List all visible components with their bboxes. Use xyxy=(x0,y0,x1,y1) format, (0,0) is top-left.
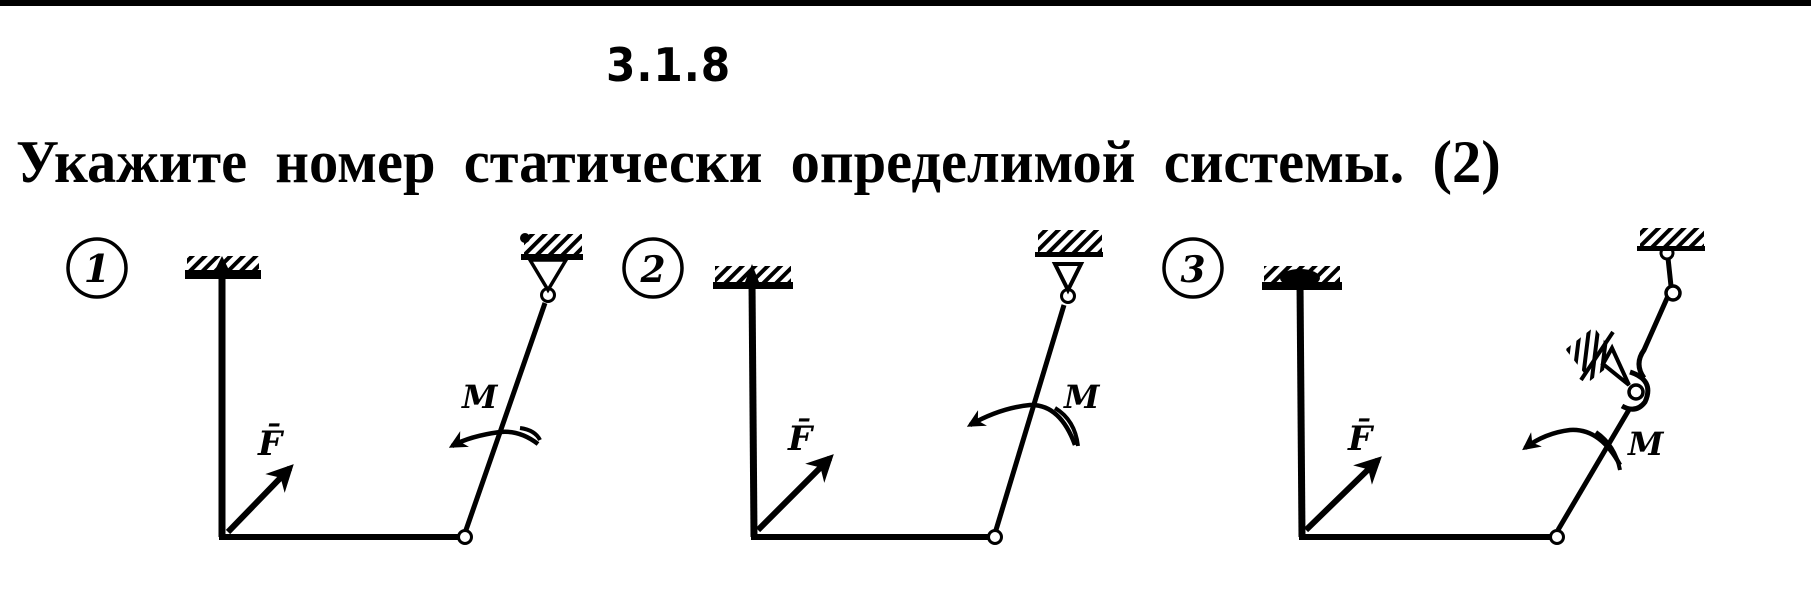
problem-number: 3.1.8 xyxy=(606,38,732,92)
figure-number-label: 2 xyxy=(639,249,665,291)
figure-number-label: 3 xyxy=(1180,249,1205,291)
figure-number-2: 2 xyxy=(622,237,684,299)
hinge-icon xyxy=(987,529,1003,545)
question-text: Укажите номер статически определимой сис… xyxy=(16,129,1501,195)
system-1: 1 F̄ M xyxy=(66,233,583,545)
page-top-border xyxy=(0,0,1811,6)
moment-label: M xyxy=(1063,378,1101,416)
force-label: F̄ xyxy=(1347,418,1375,459)
figure-number-1: 1 xyxy=(66,237,128,299)
force-label: F̄ xyxy=(787,418,815,459)
moment-arrow-icon xyxy=(1522,427,1622,467)
hinge-icon xyxy=(457,529,473,545)
force-arrow-icon xyxy=(755,454,834,533)
pin-support-icon xyxy=(1035,230,1103,295)
system-3: 3 F̄ M xyxy=(1162,228,1705,545)
moment-arrow-icon xyxy=(966,402,1078,446)
force-label: F̄ xyxy=(257,423,285,464)
moment-label: M xyxy=(1627,425,1665,463)
moment-label: M xyxy=(461,378,499,416)
clipped-next-line xyxy=(0,580,1811,592)
force-arrow-icon xyxy=(1303,456,1382,533)
ceiling-support-icon xyxy=(1637,228,1705,251)
hinge-icon xyxy=(1664,284,1682,302)
hinge-icon xyxy=(1549,529,1565,545)
pin-support-icon xyxy=(520,233,583,294)
figure-number-label: 1 xyxy=(84,246,110,291)
figure-number-3: 3 xyxy=(1162,237,1224,299)
system-2: 2 F̄ M xyxy=(622,230,1103,545)
force-arrow-icon xyxy=(225,464,294,535)
moment-arrow-icon xyxy=(448,429,540,448)
roller-support-icon xyxy=(1565,327,1651,412)
